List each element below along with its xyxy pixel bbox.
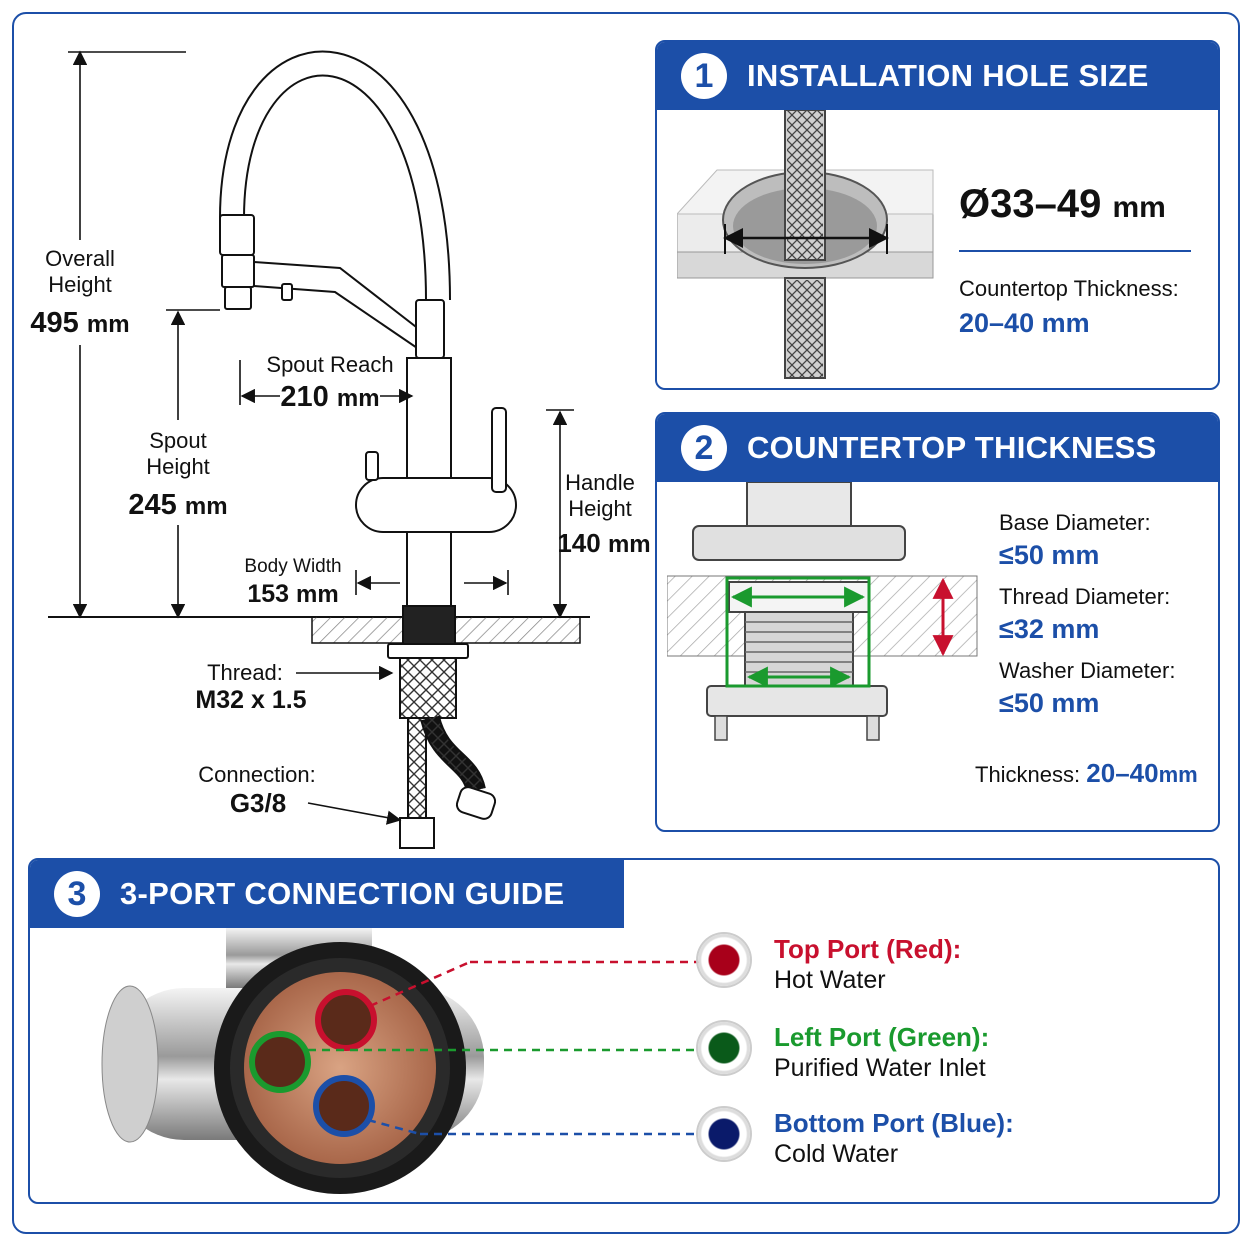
port-top-title: Top Port (Red): <box>774 934 962 964</box>
washer-diameter-label: Washer Diameter: <box>999 658 1176 683</box>
panel-installation-hole-size: 1 INSTALLATION HOLE SIZE Ø33–49 mm Count… <box>655 40 1220 390</box>
red-port-dot-icon <box>698 934 750 986</box>
panel1-title: INSTALLATION HOLE SIZE <box>747 58 1149 93</box>
panel2-number-badge: 2 <box>681 425 727 471</box>
dimension-lines <box>68 50 574 825</box>
hole-diameter-value: Ø33–49 mm <box>959 182 1166 226</box>
panel3-number-badge: 3 <box>54 871 100 917</box>
outer-frame <box>12 12 1240 1234</box>
panel1-divider <box>959 250 1191 252</box>
panel1-header: 1 INSTALLATION HOLE SIZE <box>657 42 1218 110</box>
panel2-thickness-label: Thickness: <box>975 762 1081 787</box>
port-top-desc: Hot Water <box>774 966 886 994</box>
spout-reach-value: 210 mm <box>280 381 380 413</box>
thread-value: M32 x 1.5 <box>195 686 307 714</box>
thread-label: Thread: <box>207 660 283 685</box>
panel3-header: 3 3-PORT CONNECTION GUIDE <box>30 860 624 928</box>
port-bottom-desc: Cold Water <box>774 1140 899 1168</box>
overall-height-value: 495 mm <box>30 307 130 339</box>
hole-size-illustration <box>677 110 934 379</box>
panel-countertop-thickness: 2 COUNTERTOP THICKNESS Base Diameter: ≤5… <box>655 412 1220 832</box>
spout-height-label: Spout Height <box>146 428 210 479</box>
body-width-value: 153 mm <box>247 580 339 608</box>
thread-diameter-label: Thread Diameter: <box>999 584 1171 609</box>
port-left-title: Left Port (Green): <box>774 1022 990 1052</box>
thread-diameter-value: ≤32 mm <box>999 614 1100 644</box>
connection-label: Connection: <box>198 762 316 787</box>
countertop-section <box>48 616 590 644</box>
panel1-number-badge: 1 <box>681 53 727 99</box>
countertop-mount-illustration <box>667 482 978 741</box>
connection-value: G3/8 <box>229 788 287 818</box>
washer-diameter-value: ≤50 mm <box>999 688 1100 718</box>
body-width-label: Body Width <box>244 556 342 577</box>
green-port-dot-icon <box>698 1022 750 1074</box>
panel-3-port-connection-guide: 3 3-PORT CONNECTION GUIDE Top Port (Red <box>28 858 1220 1204</box>
base-diameter-value: ≤50 mm <box>999 540 1100 570</box>
panel2-title: COUNTERTOP THICKNESS <box>747 430 1157 465</box>
spout-reach-label: Spout Reach <box>266 352 394 377</box>
port-left-desc: Purified Water Inlet <box>774 1054 986 1082</box>
blue-port-dot-icon <box>698 1108 750 1160</box>
supply-hoses <box>399 715 497 849</box>
port-bottom-title: Bottom Port (Blue): <box>774 1108 1014 1138</box>
panel1-thickness-value: 20–40 mm <box>959 308 1090 338</box>
faucet-dimension-drawing <box>48 50 590 849</box>
panel1-thickness-label: Countertop Thickness: <box>959 276 1179 301</box>
panel3-title: 3-PORT CONNECTION GUIDE <box>120 876 565 911</box>
panel2-thickness-value: 20–40 <box>1086 758 1159 788</box>
faucet-body <box>219 50 517 719</box>
panel2-header: 2 COUNTERTOP THICKNESS <box>657 414 1218 482</box>
panel2-thickness-unit: mm <box>1158 762 1198 787</box>
handle-height-value: 140 mm <box>557 528 651 558</box>
overall-height-label: Overall Height <box>45 246 115 297</box>
spout-height-value: 245 mm <box>128 489 228 521</box>
port-connection-illustration <box>101 928 700 1194</box>
base-diameter-label: Base Diameter: <box>999 510 1151 535</box>
panel2-thickness: Thickness: 20–40mm <box>975 758 1198 789</box>
handle-height-label: Handle Height <box>565 470 635 521</box>
